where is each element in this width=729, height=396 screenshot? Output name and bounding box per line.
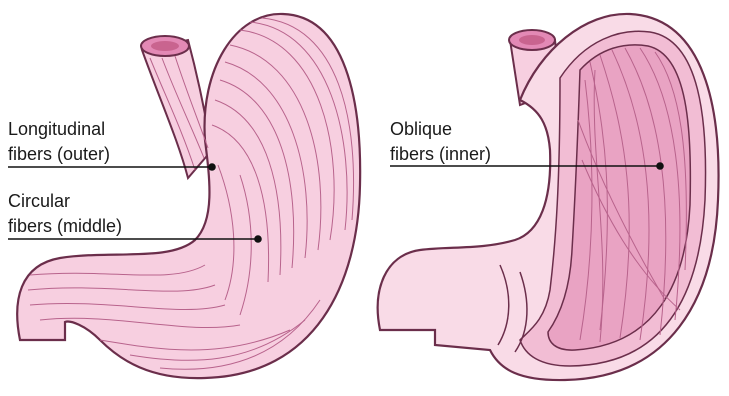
leader-circular-dot	[254, 235, 262, 243]
label-oblique-line1: Oblique	[390, 118, 452, 140]
label-longitudinal-line2: fibers (outer)	[8, 143, 110, 165]
label-circular-line1: Circular	[8, 190, 70, 212]
label-circular-line2: fibers (middle)	[8, 215, 122, 237]
label-longitudinal-line1: Longitudinal	[8, 118, 105, 140]
label-oblique-line2: fibers (inner)	[390, 143, 491, 165]
leader-oblique-dot	[656, 162, 664, 170]
leader-longitudinal-dot	[208, 163, 216, 171]
right-stomach	[378, 14, 719, 380]
